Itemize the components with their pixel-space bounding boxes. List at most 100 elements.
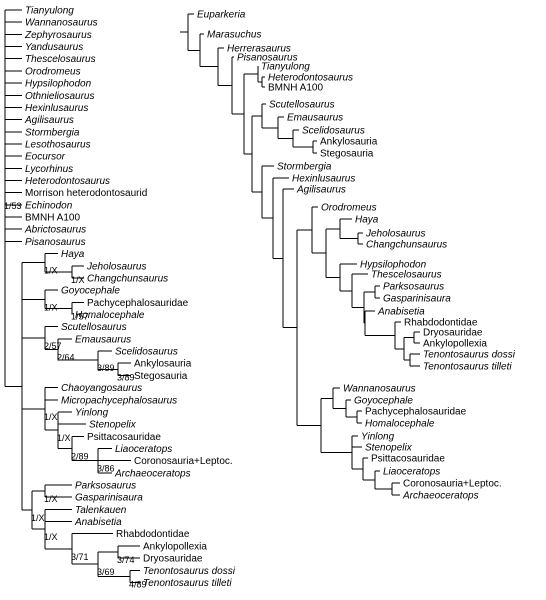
taxon-label: Stenopelix: [365, 443, 413, 454]
support-label: 2/89: [71, 451, 89, 461]
taxon-label: Rhabdodontidae: [116, 529, 190, 540]
support-label: 1/X: [44, 532, 58, 542]
support-label: 2/57: [44, 341, 62, 351]
support-label: 3/89: [97, 363, 115, 373]
taxon-label: Psittacosauridae: [371, 454, 445, 465]
taxon-label: Orodromeus: [25, 66, 81, 77]
taxon-label: Scelidosaurus: [302, 126, 365, 137]
taxon-label: Marasuchus: [207, 30, 261, 41]
taxon-label: Dryosauridae: [423, 328, 483, 339]
right-tree-taxa: EuparkeriaMarasuchusHerrerasaurusPisanos…: [197, 10, 516, 502]
taxon-label: Homalocephale: [75, 310, 145, 321]
taxon-label: Morrison heterodontosaurid: [25, 188, 147, 199]
taxon-label: Tenontosaurus tilleti: [423, 362, 512, 373]
taxon-label: Goyocephale: [61, 286, 120, 297]
taxon-label: Tianyulong: [25, 6, 74, 17]
taxon-label: Wannanosaurus: [343, 384, 416, 395]
taxon-label: Liaoceratops: [383, 467, 440, 478]
taxon-label: Stormbergia: [25, 127, 80, 138]
taxon-label: Anabisetia: [74, 517, 122, 528]
support-label: 1/X: [71, 275, 85, 285]
taxon-label: Pisanosaurus: [237, 53, 298, 64]
taxon-label: Goyocephale: [354, 396, 413, 407]
taxon-label: Gasparinisaura: [383, 294, 451, 305]
taxon-label: Agilisaurus: [296, 185, 346, 196]
right-tree-branches: [180, 13, 420, 496]
taxon-label: Yinlong: [361, 432, 395, 443]
taxon-label: Hypsilophodon: [25, 79, 92, 90]
taxon-label: Tenontosaurus dossi: [423, 350, 516, 361]
taxon-label: Gasparinisaura: [75, 493, 143, 504]
taxon-label: Scutellosaurus: [61, 322, 127, 333]
taxon-label: Hexinlusaurus: [25, 103, 88, 114]
taxon-label: Echinodon: [25, 200, 73, 211]
left-tree-node-labels: 1/X1/X1/571/X3/893/892/642/573/862/891/X…: [4, 201, 147, 589]
taxon-label: Jeholosaurus: [86, 261, 146, 272]
taxon-label: Coronosauria+Leptoc.: [134, 456, 233, 467]
taxon-label: Anabisetia: [377, 307, 425, 318]
taxon-label: Changchunsaurus: [366, 240, 447, 251]
taxon-label: Abrictosaurus: [24, 225, 86, 236]
taxon-label: BMNH A100: [25, 213, 80, 224]
taxon-label: Pachycephalosauridae: [87, 298, 189, 309]
support-label: 3/71: [71, 552, 89, 562]
taxon-label: Stegosauria: [320, 149, 374, 160]
taxon-label: Eocursor: [25, 152, 66, 163]
support-label: 3/86: [97, 464, 115, 474]
taxon-label: Parksosaurus: [75, 481, 136, 492]
support-label: 1/X: [44, 412, 58, 422]
taxon-label: BMNH A100: [268, 83, 323, 94]
taxon-label: Rhabdodontidae: [404, 318, 478, 329]
taxon-label: Dryosauridae: [143, 554, 203, 565]
taxon-label: Scutellosaurus: [269, 100, 335, 111]
taxon-label: Ankylopollexia: [143, 541, 207, 552]
taxon-label: Thescelosaurus: [25, 54, 96, 65]
taxon-label: Tenontosaurus dossi: [143, 566, 236, 577]
support-label: 3/74: [117, 555, 135, 565]
support-label: 1/X: [44, 266, 58, 276]
taxon-label: Ankylosauria: [134, 359, 192, 370]
taxon-label: Liaoceratops: [115, 444, 172, 455]
taxon-label: Pachycephalosauridae: [365, 407, 467, 418]
taxon-label: Tenontosaurus tilleti: [143, 578, 232, 589]
taxon-label: Hexinlusaurus: [292, 174, 355, 185]
taxon-label: Emausaurus: [75, 334, 131, 345]
taxon-label: Yinlong: [75, 407, 109, 418]
taxon-label: Micropachycephalosaurus: [61, 395, 177, 406]
taxon-label: Chaoyangosaurus: [61, 383, 142, 394]
taxon-label: Haya: [61, 249, 85, 260]
taxon-label: Emausaurus: [287, 113, 343, 124]
taxon-label: Wannanosaurus: [25, 18, 98, 29]
taxon-label: Pisanosaurus: [25, 237, 86, 248]
taxon-label: Stormbergia: [277, 162, 332, 173]
taxon-label: Homalocephale: [365, 419, 435, 430]
support-label: 1/X: [44, 494, 58, 504]
support-label: 1/X: [31, 513, 45, 523]
left-tree-taxa: TianyulongWannanosaurusZephyrosaurusYand…: [24, 6, 236, 589]
taxon-label: Othnieliosaurus: [25, 91, 94, 102]
taxon-label: Tianyulong: [261, 62, 310, 73]
taxon-label: Changchunsaurus: [87, 273, 168, 284]
taxon-label: Zephyrosaurus: [24, 30, 92, 41]
support-label: 1/X: [44, 302, 58, 312]
support-label: 3/69: [97, 567, 115, 577]
support-label: 3/89: [117, 372, 135, 382]
left-tree-branches: [4, 9, 140, 583]
taxon-label: Psittacosauridae: [87, 432, 161, 443]
taxon-label: Ankylosauria: [320, 137, 378, 148]
taxon-label: Yandusaurus: [25, 42, 83, 53]
taxon-label: Thescelosaurus: [371, 270, 442, 281]
taxon-label: Archaeoceratops: [402, 491, 479, 502]
taxon-label: Heterodontosaurus: [25, 176, 110, 187]
support-label: 1/X: [57, 433, 71, 443]
taxon-label: Talenkauen: [75, 505, 127, 516]
support-label: 1/57: [71, 311, 89, 321]
taxon-label: Archaeoceratops: [114, 468, 191, 479]
taxon-label: Stegosauria: [134, 371, 188, 382]
taxon-label: Coronosauria+Leptoc.: [403, 479, 502, 490]
taxon-label: Herrerasaurus: [227, 44, 291, 55]
taxon-label: Euparkeria: [197, 10, 246, 21]
taxon-label: Haya: [355, 215, 379, 226]
taxon-label: Scelidosaurus: [115, 347, 178, 358]
